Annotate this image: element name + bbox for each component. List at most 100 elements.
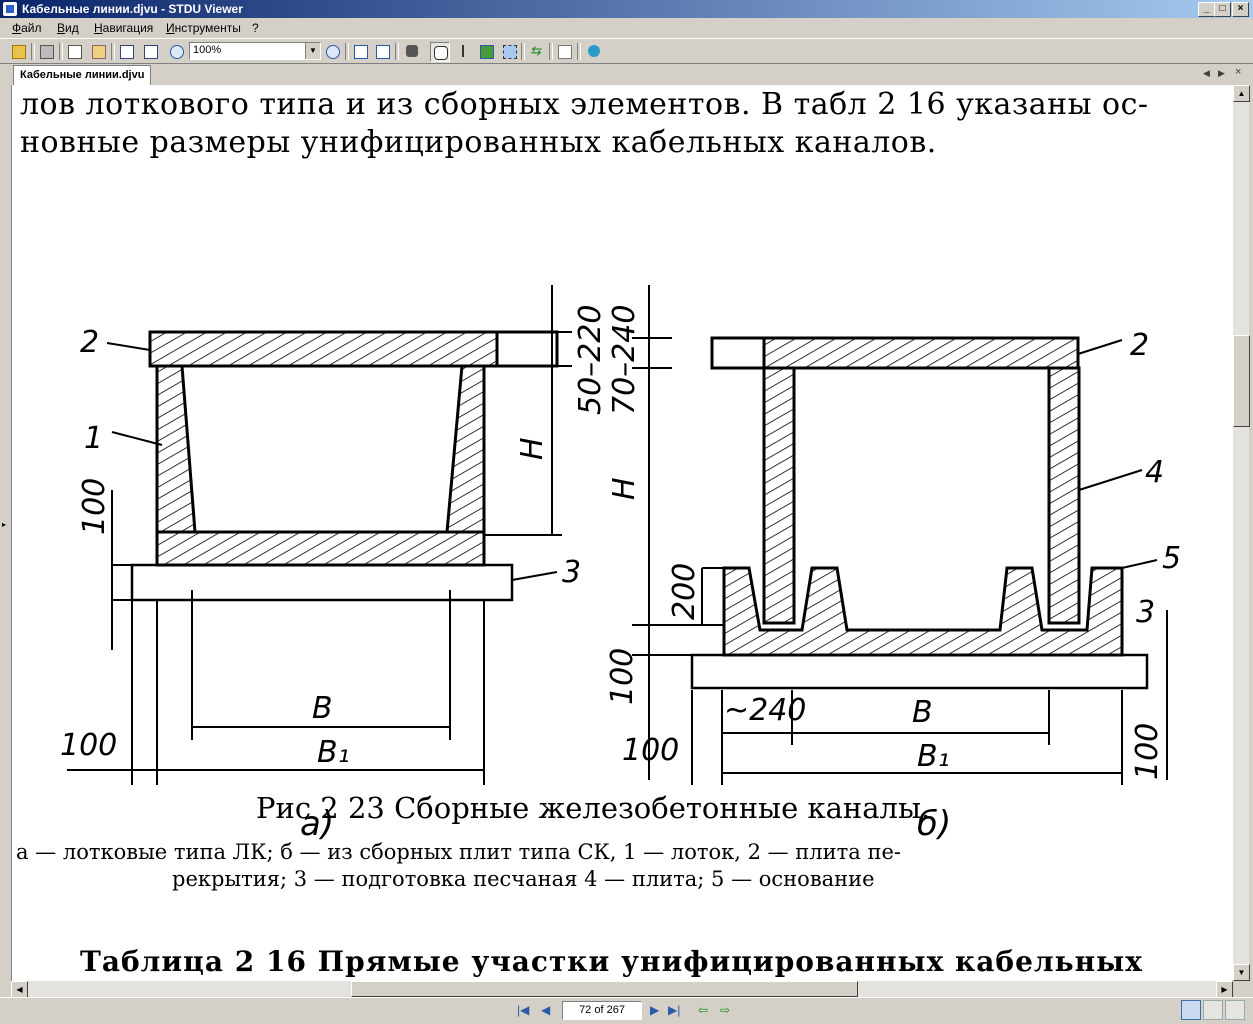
plate-right [1047,366,1081,625]
folder-icon [12,45,26,59]
single-page-mode-button[interactable] [1181,1000,1201,1020]
dim-70-240: 70–240 [607,305,642,415]
dim-B-b: B [912,695,933,730]
title-bar: Кабельные линии.djvu - STDU Viewer _ □ × [0,0,1253,18]
page-indicator[interactable]: 72 of 267 [562,1001,642,1020]
scroll-up-icon[interactable]: ▲ [1233,85,1250,102]
pencil-icon [92,45,106,59]
label-3-b: 3 [1136,595,1155,630]
status-bar: |◀ ◀ 72 of 267 ▶ ▶| ⇦ ⇨ [0,997,1253,1024]
forward-arrow-icon[interactable]: ⇨ [720,1003,731,1017]
tray-bottom [155,530,486,567]
zoom-in-button[interactable] [323,42,341,60]
find-button[interactable] [403,42,421,60]
edit-button[interactable] [89,42,107,60]
chevron-down-icon[interactable]: ▼ [305,43,320,59]
back-arrow-icon[interactable]: ⇦ [698,1003,709,1017]
continuous-mode-button[interactable] [1225,1000,1245,1020]
text-cursor-icon [462,45,468,57]
menu-bar: Файл Вид Навигация Инструменты ? [0,19,1253,37]
web-button[interactable] [585,42,603,60]
tab-next-icon[interactable]: ▶ [1218,68,1225,78]
first-page-icon[interactable]: |◀ [517,1003,530,1017]
pages-button[interactable] [555,42,573,60]
table-heading: Таблица 2 16 Прямые участки унифицирован… [80,945,1143,978]
dim-100-bottom-b: 100 [622,733,679,768]
paragraph-line-2: новные размеры унифицированных кабельных… [20,125,937,160]
export-button[interactable] [65,42,83,60]
dim-50-220: 50–220 [573,305,608,415]
tab-prev-icon[interactable]: ◀ [1203,68,1210,78]
snapshot-button[interactable] [500,42,518,60]
print-button[interactable] [37,42,55,60]
side-panel-toggle-icon[interactable]: ▸ [2,520,7,529]
zoom-select[interactable]: 100% ▼ [189,42,321,60]
text-select-button[interactable] [455,42,473,60]
tray-wall-right [445,364,486,534]
hand-tool-button[interactable] [430,42,450,62]
menu-navigation[interactable]: Навигация [94,21,154,35]
fit-page-button[interactable] [373,42,391,60]
figure-caption: Рис 2 23 Сборные железобетонные каналы. [256,791,931,825]
zoom-out-button[interactable] [167,42,185,60]
plate-left [762,366,796,625]
tab-document[interactable]: Кабельные линии.djvu [13,65,152,85]
scroll-down-icon[interactable]: ▼ [1233,964,1250,981]
label-2-a: 2 [80,325,99,360]
vertical-scrollbar[interactable]: ▲ ▼ [1233,85,1250,981]
single-page-button[interactable] [351,42,369,60]
label-4-b: 4 [1145,455,1164,490]
label-1-a: 1 [84,421,103,456]
document-viewport[interactable]: лов лоткового типа и из сборных элементо… [11,85,1233,981]
zoom-value: 100% [193,44,222,56]
maximize-button[interactable]: □ [1214,2,1231,17]
snapshot-icon [503,45,517,59]
sand-base-b [690,653,1149,690]
copy-page-button[interactable] [117,42,135,60]
window-title: Кабельные линии.djvu - STDU Viewer [22,2,243,16]
label-5-b: 5 [1162,541,1181,576]
image-select-button[interactable] [477,42,495,60]
minimize-button[interactable]: _ [1198,2,1215,17]
horizontal-scroll-thumb[interactable] [351,981,858,997]
horizontal-scrollbar[interactable]: ◀ ▶ [11,981,1233,998]
label-a: а) [300,804,334,844]
dim-100-right-b: 100 [1130,723,1165,780]
base-b [722,566,1124,657]
prev-page-icon[interactable]: ◀ [541,1003,551,1017]
dim-240: ~240 [724,693,806,728]
dim-100-bottom-a: 100 [60,728,117,763]
scroll-left-icon[interactable]: ◀ [11,981,28,998]
paragraph-line-1: лов лоткового типа и из сборных элементо… [20,87,1149,122]
menu-tools[interactable]: Инструменты [166,21,241,35]
label-3-a: 3 [562,555,581,590]
scroll-right-icon[interactable]: ▶ [1216,981,1233,998]
tray-wall-left [155,364,197,534]
zoom-out-icon [170,45,184,59]
menu-view[interactable]: Вид [57,21,79,35]
paste-page-button[interactable] [141,42,159,60]
menu-file[interactable]: Файл [12,21,42,35]
last-page-icon[interactable]: ▶| [668,1003,681,1017]
back-button[interactable]: ⇆ [527,42,545,60]
open-button[interactable] [9,42,27,60]
two-page-mode-button[interactable] [1203,1000,1223,1020]
tab-close-icon[interactable]: × [1235,66,1242,78]
image-select-icon [480,45,494,59]
app-icon [3,2,17,16]
vertical-scroll-thumb[interactable] [1233,335,1250,427]
slab-b [762,336,1080,370]
close-button[interactable]: × [1232,2,1249,17]
menu-help[interactable]: ? [252,21,259,35]
label-2-b: 2 [1130,328,1149,363]
zoom-in-icon [326,45,340,59]
pages-icon [558,45,572,59]
binoculars-icon [406,45,418,57]
dim-B-a: B [312,691,333,726]
dim-B1-a: B₁ [317,735,350,770]
next-page-icon[interactable]: ▶ [650,1003,660,1017]
hand-icon [434,46,448,60]
printer-icon [40,45,54,59]
image-export-icon [68,45,82,59]
legend-line-1: а — лотковые типа ЛК; б — из сборных пли… [16,840,901,864]
